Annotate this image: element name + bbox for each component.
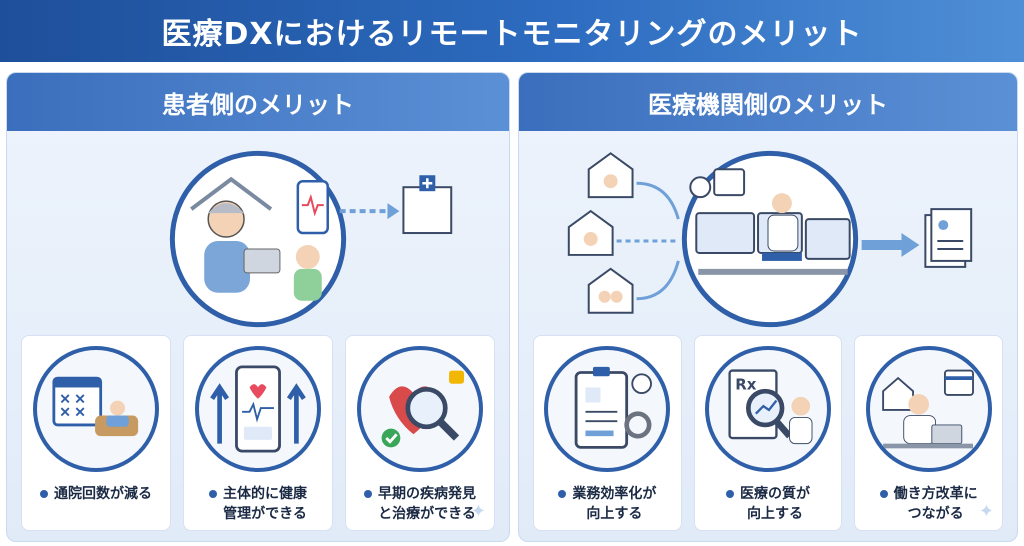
bullet-icon [209,490,217,498]
bullet-icon [40,490,48,498]
provider-benefit-card: 業務効率化が向上する [533,335,682,531]
provider-benefit-card: Rx 医療の質が向上する [693,335,843,531]
remote-monitoring-station-icon [567,150,973,328]
page-title: 医療DXにおけるリモートモニタリングのメリット [161,17,863,52]
provider-benefit-card: 働き方改革につながる ✦ [854,335,1004,531]
patient-benefit-card: 早期の疾病発見と治療ができる ✦ [345,335,495,531]
patient-benefit-card: 主体的に健康管理ができる [183,335,333,531]
provider-benefit-label-1: 業務効率化が向上する [558,484,656,525]
provider-benefits-panel: 医療機関側のメリット [518,72,1018,542]
provider-panel-heading: 医療機関側のメリット [648,90,888,119]
provider-hero-illustration [519,149,1017,329]
calendar-sofa-icon [33,346,159,472]
patient-benefit-label-1: 通院回数が減る [40,484,152,504]
provider-benefit-label-2: 医療の質が向上する [726,484,810,525]
patient-home-monitoring-icon [169,150,453,328]
rx-doctor-icon: Rx [705,346,831,472]
title-bar: 医療DXにおけるリモートモニタリングのメリット [0,0,1024,62]
patient-benefit-label-2: 主体的に健康管理ができる [209,484,307,525]
patient-benefit-label-3: 早期の疾病発見と治療ができる [364,484,476,525]
patient-hero-illustration [7,149,509,329]
patient-panel-header: 患者側のメリット [7,73,509,131]
provider-panel-header: 医療機関側のメリット [519,73,1017,131]
patient-panel-heading: 患者側のメリット [162,90,354,119]
smartphone-health-icon [195,346,321,472]
doctor-laptop-icon [865,346,992,472]
sparkle-icon: ✦ [470,501,486,522]
sparkle-icon: ✦ [978,501,995,522]
bullet-icon [558,490,567,498]
patient-benefit-card: 通院回数が減る ✦ [21,335,171,531]
provider-benefit-label-3: 働き方改革につながる [879,484,978,525]
clipboard-gear-icon [544,346,671,472]
bullet-icon [879,490,888,498]
patient-benefits-panel: 患者側のメリット [6,72,510,542]
heart-magnifier-icon [357,346,483,472]
provider-benefit-cards: 業務効率化が向上する Rx 医療の質が向上する [533,335,1004,531]
svg-text:Rx: Rx [735,375,757,393]
bullet-icon [726,490,734,498]
bullet-icon [364,490,372,498]
